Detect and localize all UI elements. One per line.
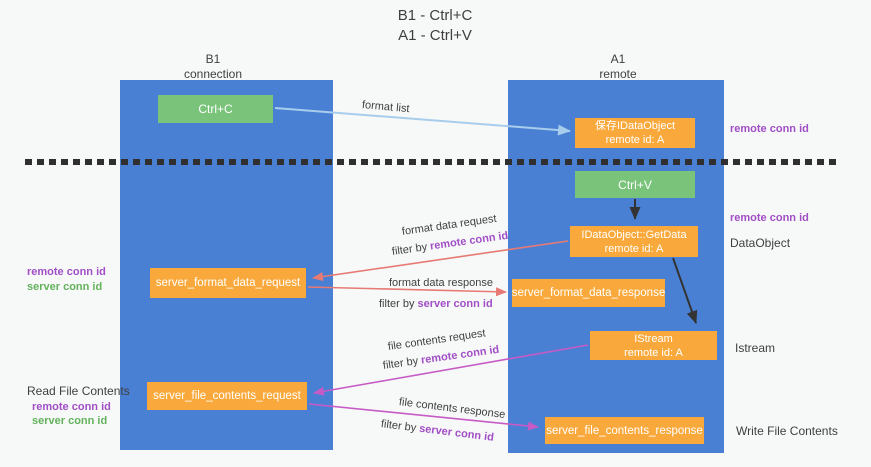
column-header-b1: B1 connection <box>143 52 283 82</box>
node-istream: IStream remote id: A <box>590 331 717 360</box>
node-istream-line1: IStream <box>634 332 673 345</box>
label-format-data-response: format data response <box>389 277 493 289</box>
node-ctrl-v: Ctrl+V <box>575 171 695 198</box>
node-server-format-data-request: server_format_data_request <box>150 268 306 298</box>
filter-prefix-text: filter by <box>379 298 415 310</box>
column-header-a1: A1 remote <box>548 52 688 82</box>
label-server-conn-id-format-left: server conn id <box>27 281 103 293</box>
node-ctrl-c: Ctrl+C <box>158 95 273 123</box>
node-server-format-data-response: server_format_data_response <box>512 279 665 307</box>
node-ctrl-c-label: Ctrl+C <box>198 102 233 116</box>
label-format-list: format list <box>361 99 411 116</box>
node-save-idataobject-line1: 保存IDataObject <box>594 120 676 132</box>
column-a1-subtitle: remote <box>599 67 637 81</box>
label-remote-conn-id-mid-right: remote conn id <box>730 212 809 224</box>
column-a1-name: A1 <box>610 52 626 66</box>
filter-key-text: remote conn id <box>420 343 501 367</box>
node-idataobject-getdata: IDataObject::GetData remote id: A <box>570 226 698 257</box>
filter-key-text: server conn id <box>417 298 493 310</box>
node-save-idataobject: 保存IDataObject remote id: A <box>575 118 695 148</box>
node-idataobject-getdata-line2: remote id: A <box>604 242 664 255</box>
label-remote-conn-id-file-left: remote conn id <box>32 401 111 413</box>
node-ctrl-v-label: Ctrl+V <box>618 177 652 192</box>
filter-key-text: server conn id <box>418 422 495 444</box>
filter-prefix-text: filter by <box>391 241 428 258</box>
label-remote-conn-id-format-left: remote conn id <box>27 266 106 278</box>
filter-prefix-text: filter by <box>380 418 417 435</box>
node-server-file-contents-response: server_file_contents_response <box>545 417 704 444</box>
node-save-idataobject-line2: remote id: A <box>605 134 665 146</box>
label-file-contents-response: file contents response <box>398 396 506 421</box>
filter-key-text: remote conn id <box>429 229 510 253</box>
title-line-2: A1 - Ctrl+V <box>398 27 472 44</box>
label-server-conn-id-file-left: server conn id <box>32 415 108 427</box>
title-line-1: B1 - Ctrl+C <box>397 7 473 24</box>
label-read-file-contents: Read File Contents <box>27 384 130 398</box>
label-write-file-contents: Write File Contents <box>736 424 838 438</box>
label-remote-conn-id-top-right: remote conn id <box>730 123 809 135</box>
node-idataobject-getdata-line1: IDataObject::GetData <box>581 228 687 241</box>
node-server-format-data-response-label: server_format_data_response <box>511 287 666 299</box>
node-istream-line2: remote id: A <box>624 346 683 359</box>
page-title: B1 - Ctrl+C A1 - Ctrl+V <box>285 6 585 46</box>
node-server-format-data-request-label: server_format_data_request <box>155 277 301 289</box>
node-server-file-contents-request-label: server_file_contents_request <box>153 390 301 402</box>
label-dataobject: DataObject <box>730 236 791 250</box>
column-b1-name: B1 <box>205 52 221 66</box>
filter-prefix-text: filter by <box>382 355 419 372</box>
label-istream: Istream <box>735 341 776 355</box>
node-server-file-contents-response-label: server_file_contents_response <box>546 424 703 437</box>
node-server-file-contents-request: server_file_contents_request <box>147 382 307 410</box>
column-b1-subtitle: connection <box>183 67 243 81</box>
